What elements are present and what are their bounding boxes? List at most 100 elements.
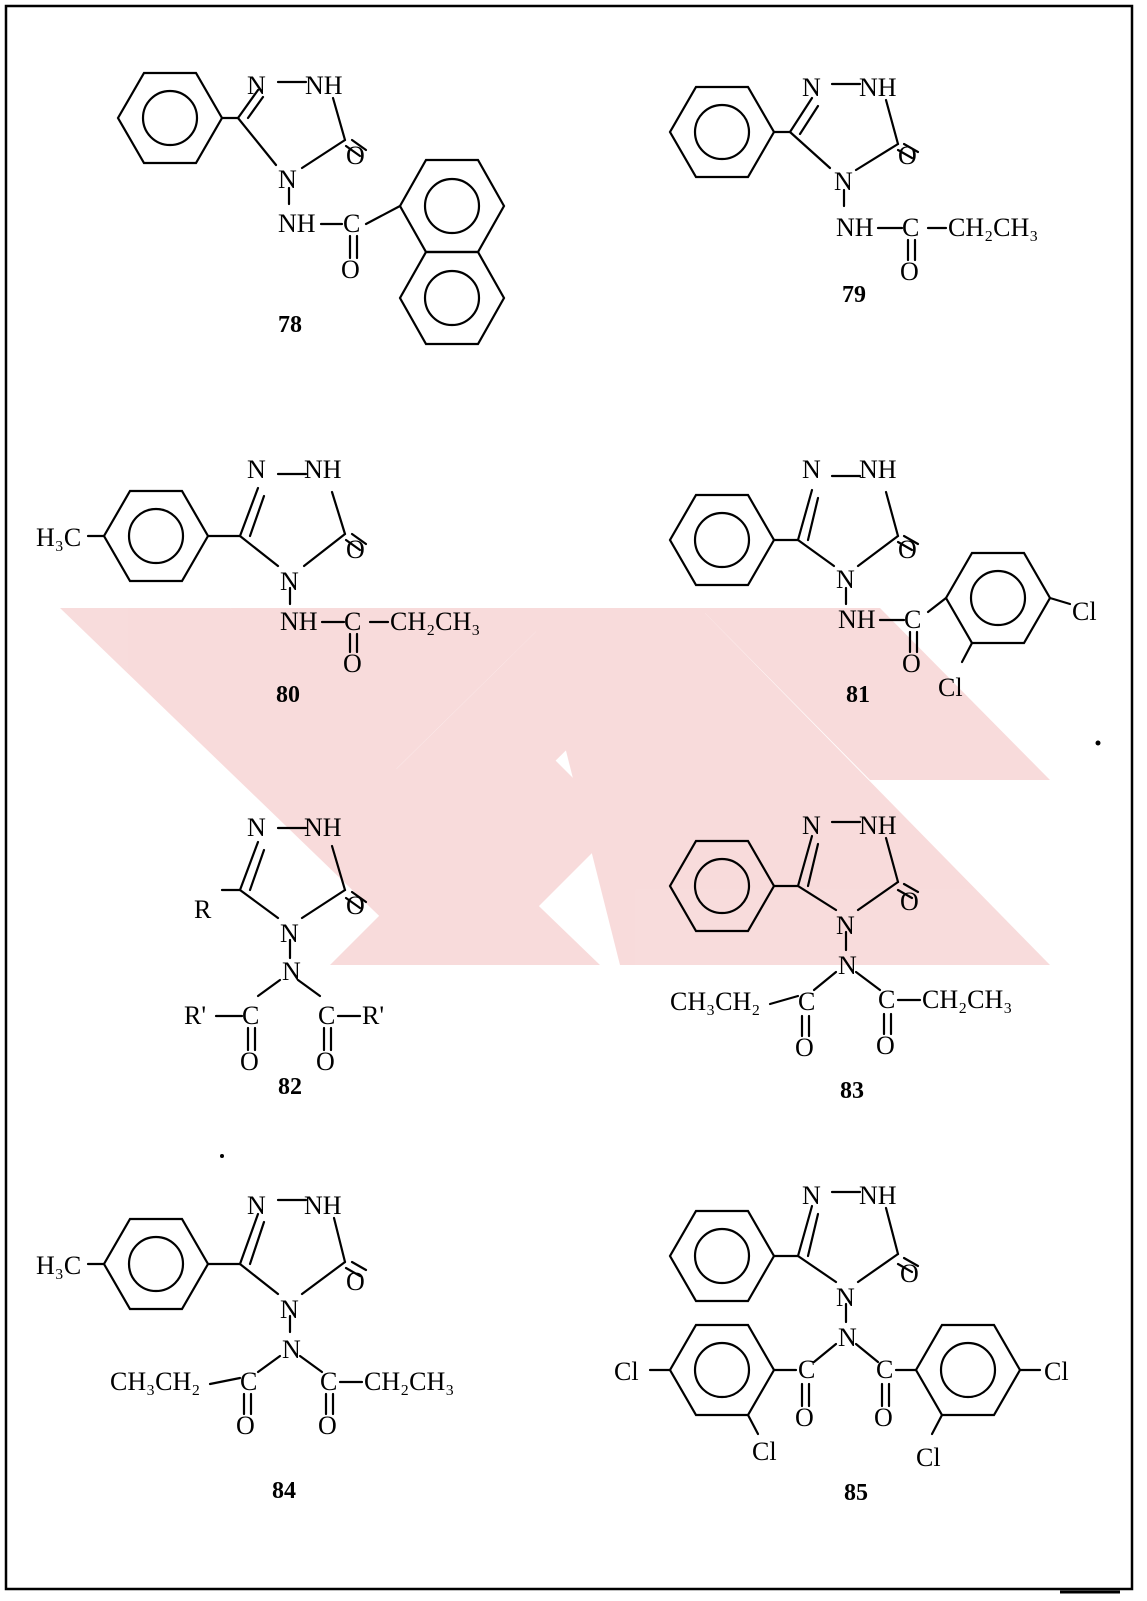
acyl-o-label: O	[902, 649, 921, 678]
imide-n-label: N	[838, 1323, 857, 1352]
ethyl-label: CH₂CH₃	[948, 213, 1038, 242]
carbonyl-o-label: O	[346, 141, 365, 170]
c-left-label: C	[798, 987, 815, 1016]
carbonyl-o-label: O	[346, 1267, 365, 1296]
r-prime-right-label: R'	[362, 1001, 384, 1030]
left-ethyl-label: CH₃CH₂	[110, 1367, 200, 1396]
carbonyl-o-label: O	[898, 141, 917, 170]
r-label: R	[194, 895, 212, 924]
compound-number: 83	[840, 1078, 864, 1104]
carbonyl-o-label: O	[900, 1259, 919, 1288]
o-left-label: O	[795, 1403, 814, 1432]
compound-81: N NH O N NH C O Cl Cl 81	[668, 455, 1097, 708]
methyl-label: H₃C	[36, 1251, 81, 1280]
ring-nh-label: NH	[305, 71, 343, 100]
ring-n-label: N	[802, 1181, 821, 1210]
o-right-label: O	[874, 1403, 893, 1432]
methyl-label: H₃C	[36, 523, 81, 552]
c-right-label: C	[876, 1355, 893, 1384]
c-left-label: C	[240, 1367, 257, 1396]
imide-n-label: N	[838, 951, 857, 980]
imide-n-label: N	[282, 957, 301, 986]
nh-label: NH	[280, 607, 318, 636]
nh-label: NH	[836, 213, 874, 242]
ring-n-label: N	[247, 813, 266, 842]
ring-nh-label: NH	[859, 73, 897, 102]
o-right-label: O	[876, 1031, 895, 1060]
ring-n4-label: N	[836, 1283, 855, 1312]
c-right-label: C	[318, 1001, 335, 1030]
ring-n-label: N	[802, 455, 821, 484]
watermark-logo	[60, 608, 1050, 965]
compound-79: N NH O N NH C CH₂CH₃ O 79	[668, 73, 1038, 308]
ring-n-label: N	[247, 1191, 266, 1220]
compound-78: N NH O N NH C O 78	[116, 71, 506, 346]
ring-n4-label: N	[280, 1295, 299, 1324]
stray-dot	[1095, 740, 1101, 746]
carbonyl-o-label: O	[898, 535, 917, 564]
carbonyl-o-label: O	[346, 535, 365, 564]
o-right-label: O	[318, 1411, 337, 1440]
stray-dot	[220, 1154, 224, 1158]
compound-number: 78	[278, 312, 302, 338]
ring-n-label: N	[802, 73, 821, 102]
compound-82: R N NH O N N R' C O C O R' 82	[184, 813, 384, 1100]
chloro-label-para: Cl	[1072, 597, 1097, 626]
o-left-label: O	[236, 1411, 255, 1440]
ring-n4-label: N	[834, 167, 853, 196]
compound-number: 82	[278, 1074, 302, 1100]
ring-n4-label: N	[836, 565, 855, 594]
ring-n-label: N	[802, 811, 821, 840]
carbonyl-o-label: O	[346, 891, 365, 920]
carbonyl-o-label: O	[900, 887, 919, 916]
nh-label: NH	[278, 209, 316, 238]
left-ethyl-label: CH₃CH₂	[670, 987, 760, 1016]
compound-number: 80	[276, 682, 300, 708]
o-left-label: O	[795, 1033, 814, 1062]
acyl-o-label: O	[341, 255, 360, 284]
compound-80: H₃C N NH O N NH C CH₂CH₃ O 80	[36, 455, 480, 708]
c-label: C	[344, 607, 361, 636]
o-left-label: O	[240, 1047, 259, 1076]
ring-n-label: N	[247, 71, 266, 100]
ethyl-label: CH₂CH₃	[390, 607, 480, 636]
chloro-label-left-para: Cl	[614, 1357, 639, 1386]
imide-n-label: N	[282, 1335, 301, 1364]
compound-number: 81	[846, 682, 870, 708]
acyl-o-label: O	[343, 649, 362, 678]
acyl-o-label: O	[900, 257, 919, 286]
compound-number: 79	[842, 282, 866, 308]
c-left-label: C	[242, 1001, 259, 1030]
compound-number: 85	[844, 1480, 868, 1506]
figure-frame	[4, 4, 1134, 1591]
c-left-label: C	[798, 1355, 815, 1384]
ring-nh-label: NH	[304, 813, 342, 842]
c-right-label: C	[320, 1367, 337, 1396]
ring-nh-label: NH	[859, 1181, 897, 1210]
nh-label: NH	[838, 605, 876, 634]
ring-n-label: N	[247, 455, 266, 484]
ring-n4-label: N	[836, 911, 855, 940]
c-right-label: C	[878, 985, 895, 1014]
chloro-label-right-ortho: Cl	[916, 1443, 941, 1472]
chloro-label-left-ortho: Cl	[752, 1437, 777, 1466]
right-ethyl-label: CH₂CH₃	[922, 985, 1012, 1014]
c-label: C	[904, 605, 921, 634]
right-ethyl-label: CH₂CH₃	[364, 1367, 454, 1396]
o-right-label: O	[316, 1047, 335, 1076]
ring-n4-label: N	[280, 919, 299, 948]
chloro-label-ortho: Cl	[938, 673, 963, 702]
c-label: C	[343, 209, 360, 238]
ring-n4-label: N	[278, 165, 297, 194]
ring-nh-label: NH	[859, 455, 897, 484]
compound-number: 84	[272, 1478, 296, 1504]
c-label: C	[902, 213, 919, 242]
chloro-label-right-para: Cl	[1044, 1357, 1069, 1386]
ring-nh-label: NH	[304, 455, 342, 484]
r-prime-left-label: R'	[184, 1001, 206, 1030]
compound-83: N NH O N N CH₃CH₂ C O C O CH₂CH₃ 83	[668, 811, 1012, 1104]
compound-85: N NH O N N Cl Cl C O C O Cl Cl 85	[614, 1181, 1069, 1506]
ring-nh-label: NH	[859, 811, 897, 840]
